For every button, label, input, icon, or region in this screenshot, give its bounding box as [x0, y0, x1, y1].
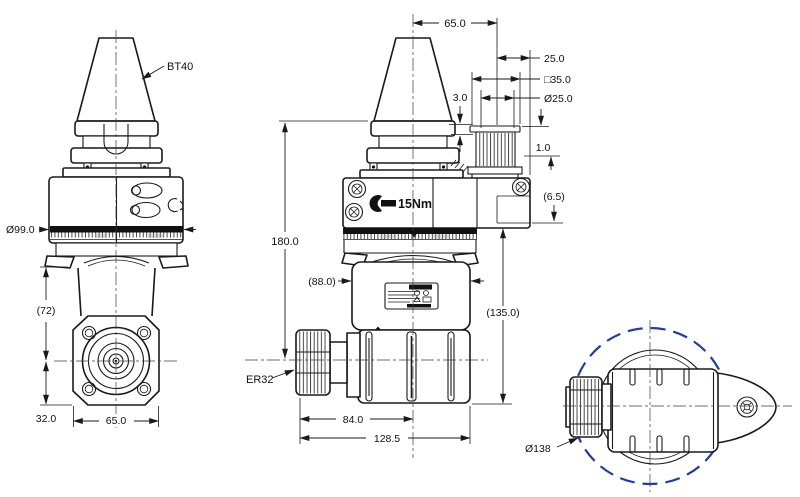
dim-dia25-label: Ø25.0 — [544, 93, 573, 105]
wrench-icon — [369, 195, 396, 212]
pull-stud-slot — [103, 124, 129, 155]
clamp-screw — [347, 179, 367, 199]
side-view-dimensions: 65.0 25.0 □35.0 Ø25.0 3.0 — [246, 15, 573, 445]
dim-dia138-label: Ø138 — [525, 443, 551, 455]
dim-135-label: (135.0) — [486, 307, 519, 319]
swivel-housing-side: 15Nm — [342, 169, 531, 254]
dim-72-label: (72) — [37, 305, 56, 317]
warning-icon — [413, 295, 421, 302]
ce-mark-icon — [422, 296, 432, 303]
side-view: 15Nm — [245, 14, 573, 458]
torque-label: 15Nm — [398, 197, 432, 211]
dim-bt40-label: BT40 — [167, 61, 193, 73]
graduated-scale-ring-side — [343, 228, 477, 240]
dim-180-label: 180.0 — [271, 236, 299, 248]
front-view: BT40 Ø99.0 (72) 32.0 65.0 — [6, 30, 196, 428]
bottom-detail-view: Ø138 — [525, 320, 792, 492]
output-spindle-side — [295, 329, 471, 404]
bt40-taper — [70, 37, 163, 172]
dim-88-label: (88.0) — [308, 276, 335, 288]
mounting-lug — [699, 371, 777, 445]
dim-dia99-label: Ø99.0 — [6, 224, 35, 236]
dim-sq35-label: □35.0 — [544, 74, 571, 86]
dim-128-label: 128.5 — [374, 433, 400, 445]
er32-nut-bottom — [565, 376, 612, 438]
dim-65-face-label: 65.0 — [106, 415, 127, 427]
dim-25-label: 25.0 — [544, 53, 565, 65]
label-plate — [384, 282, 439, 310]
front-view-dimensions: BT40 Ø99.0 (72) 32.0 65.0 — [6, 61, 196, 427]
face-screws — [81, 325, 152, 397]
bottom-view-dimensions: Ø138 — [525, 437, 579, 455]
lug-screw — [736, 396, 758, 418]
dim-1-label: 1.0 — [536, 142, 551, 154]
dim-3-label: 3.0 — [453, 92, 468, 104]
dim-84-label: 84.0 — [343, 414, 364, 426]
serration-marks — [450, 159, 469, 173]
dim-65-pin-label: 65.0 — [444, 18, 465, 30]
clamp-screw — [511, 177, 531, 197]
adjustment-slot — [131, 201, 161, 219]
dim-6-5-label: (6.5) — [543, 191, 565, 203]
clamp-screw — [344, 202, 364, 222]
graduated-scale-ring — [50, 226, 183, 240]
front-face-plate — [72, 315, 160, 406]
spindle-head-front — [44, 255, 189, 406]
index-mark — [411, 229, 417, 238]
clamp-lever-icon — [167, 198, 184, 213]
er32-collet-nut — [295, 329, 331, 396]
head-body-bottom — [607, 368, 719, 453]
anti-rotation-pin-block — [450, 125, 523, 178]
gearbox-body-side: GEAR OIL — [341, 252, 479, 344]
dim-32-label: 32.0 — [36, 413, 57, 425]
collet-label: ER32 — [246, 374, 274, 386]
